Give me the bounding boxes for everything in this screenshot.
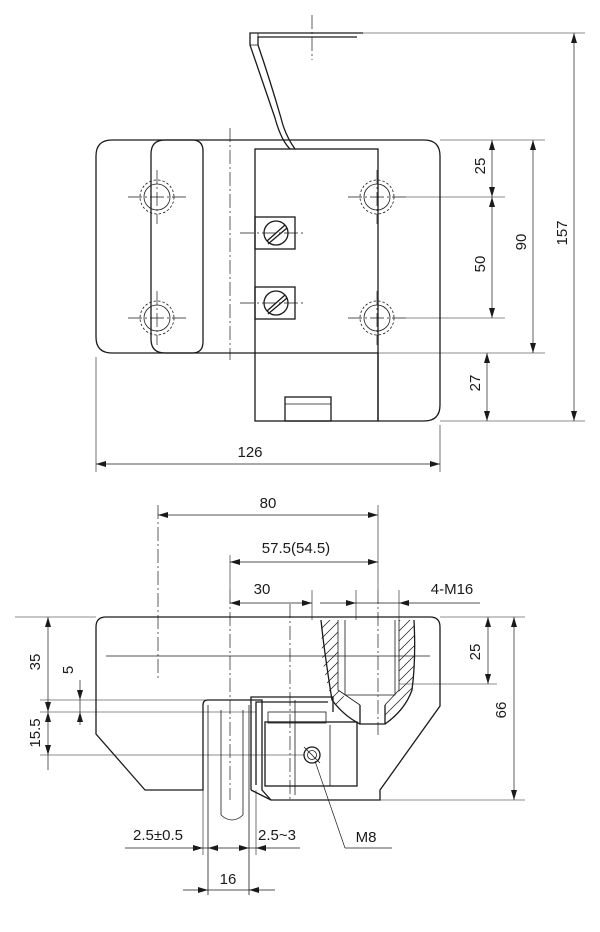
dim-80-label: 80 [260, 495, 277, 512]
dim-width-126: 126 [95, 357, 441, 472]
dim-25-side-label: 25 [467, 644, 484, 661]
dim-27: 27 [467, 353, 490, 421]
spring-lever [249, 32, 363, 150]
dim-5-label: 5 [60, 666, 77, 674]
screw-terminals [240, 216, 305, 320]
top-view: 126 25 50 90 [95, 15, 585, 472]
dim-15-5-label: 15.5 [27, 718, 44, 747]
side-view: 80 57.5(54.5) 30 4-M16 [15, 495, 525, 895]
dim-25-top: 25 [472, 140, 495, 197]
dim-157-label: 157 [554, 220, 571, 245]
center-block [254, 148, 379, 422]
dim-gap: 2.5±0.5 2.5~3 [125, 827, 300, 851]
dim-4-m16: 4-M16 [320, 581, 480, 620]
dim-157: 157 [554, 33, 577, 421]
dim-16-label: 16 [220, 871, 237, 888]
dim-126-label: 126 [237, 444, 262, 461]
terminal-block [264, 721, 358, 787]
bolt-spec-label: 4-M16 [431, 581, 474, 598]
dim-35: 35 [27, 617, 51, 712]
dim-30-label: 30 [254, 581, 271, 598]
dim-80: 80 [158, 495, 379, 590]
dim-57-5: 57.5(54.5) [229, 540, 378, 590]
dim-66: 66 [493, 617, 517, 800]
top-view-body-outline [95, 139, 441, 422]
dim-15-5: 15.5 [27, 712, 51, 770]
mounting-holes [128, 170, 406, 345]
dim-gap2-label: 2.5~3 [258, 827, 296, 844]
dim-16: 16 [183, 871, 275, 893]
m8-label: M8 [356, 829, 377, 846]
dim-5: 5 [60, 666, 83, 725]
dim-90-label: 90 [513, 234, 530, 251]
clamp-plate [150, 139, 204, 354]
bottom-tab [284, 396, 332, 422]
dim-35-label: 35 [27, 654, 44, 671]
dim-50: 50 [472, 197, 495, 318]
dim-30: 30 [230, 581, 313, 620]
dim-50-label: 50 [472, 256, 489, 273]
m8-leader: M8 [314, 760, 392, 849]
dim-gap-label: 2.5±0.5 [133, 827, 183, 844]
dim-66-label: 66 [493, 702, 510, 719]
dim-57-5-label: 57.5(54.5) [262, 540, 330, 557]
side-bracket [250, 696, 334, 790]
dim-25-side: 25 [467, 617, 491, 684]
dim-25-label: 25 [472, 158, 489, 175]
side-view-body-outline [95, 616, 441, 801]
dim-27-label: 27 [467, 375, 484, 392]
dim-90: 90 [513, 140, 536, 353]
